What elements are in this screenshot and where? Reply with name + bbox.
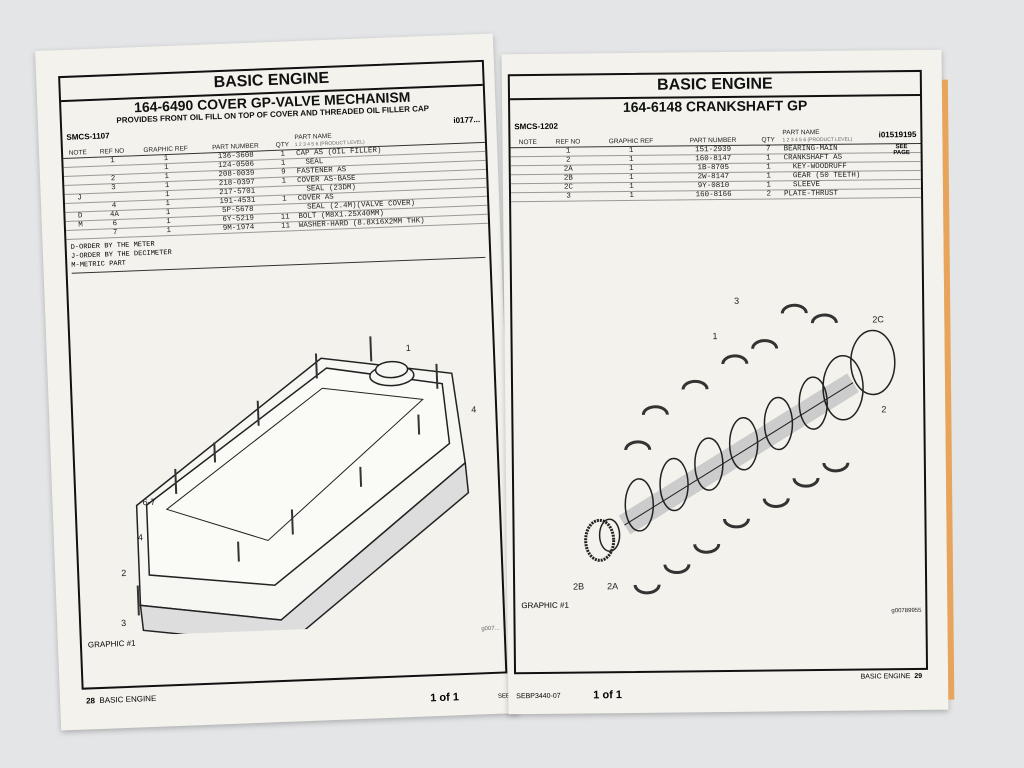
cell-note: [510, 183, 546, 193]
cell-qty: 11: [274, 221, 298, 232]
group-title: 164-6148 CRANKSHAFT GP: [510, 96, 920, 116]
see-page: SEE PAGE: [893, 144, 910, 157]
doc-code: SEBP3440-07: [516, 692, 561, 701]
group-number: 164-6148: [622, 98, 683, 116]
cell-ref: 2C: [545, 182, 592, 193]
page-of: 1 of 1: [593, 689, 623, 702]
col-ref: REF NO: [92, 139, 132, 158]
callout-4: 4: [138, 532, 143, 542]
col-qty: QTY: [754, 128, 782, 146]
right-page: BASIC ENGINE 164-6148 CRANKSHAFT GP SMCS…: [501, 49, 955, 715]
cell-ref: 3: [545, 191, 592, 202]
cell-ref: 1: [545, 146, 592, 157]
cell-qty: 1: [755, 153, 782, 164]
group-name: CRANKSHAFT GP: [685, 97, 808, 115]
cell-note: [510, 156, 546, 166]
cell-ref: 2B: [545, 173, 592, 184]
cell-note: [511, 192, 546, 202]
illustration-id: i0177...: [453, 115, 481, 126]
page-of: 1 of 1: [430, 691, 460, 705]
cell-ref: 7: [95, 227, 135, 239]
col-ref: REF NO: [544, 130, 591, 148]
cell-name: PLATE-THRUST: [781, 188, 922, 199]
page-number: 28: [85, 696, 96, 706]
callout-2b: 2B: [573, 581, 584, 591]
parts-table: NOTE REF NO GRAPHIC REF PART NUMBER QTY …: [510, 126, 922, 202]
parts-table: NOTE REF NO GRAPHIC REF PART NUMBER QTY …: [62, 125, 489, 240]
callout-3: 3: [121, 618, 126, 628]
callout-4a: 4: [471, 404, 476, 414]
cell-graphic: 1: [591, 191, 672, 201]
cell-part: 9M-1974: [202, 222, 275, 235]
page-footer: 28 BASIC ENGINE: [86, 694, 157, 706]
crankshaft-illustration: 3 1 2C 2 2B 2A g00789955: [573, 296, 922, 614]
page-edge: [941, 79, 955, 700]
callout-3a: 3A: [122, 636, 133, 638]
footer-section: BASIC ENGINE: [860, 673, 911, 681]
callout-1: 1: [712, 331, 717, 341]
footer-section: BASIC ENGINE: [99, 693, 157, 706]
page-footer: BASIC ENGINE 29: [861, 673, 923, 681]
col-qty: QTY: [270, 133, 294, 151]
page-number: 29: [914, 672, 923, 681]
cell-qty: 1: [755, 162, 782, 173]
cell-qty: 2: [755, 189, 783, 200]
right-page-frame: BASIC ENGINE 164-6148 CRANKSHAFT GP SMCS…: [507, 69, 929, 675]
left-page-frame: BASIC ENGINE 164-6490 COVER GP-VALVE MEC…: [58, 59, 508, 690]
cell-note: [510, 174, 546, 184]
graphic-label: GRAPHIC #1: [87, 638, 136, 650]
callout-2: 2: [121, 568, 126, 578]
cell-qty: 1: [755, 180, 782, 191]
cell-ref: 2: [545, 155, 592, 166]
valve-cover-illustration: 1 4 6-7 4 2 3 3A: [121, 336, 476, 638]
left-page: BASIC ENGINE 164-6490 COVER GP-VALVE MEC…: [35, 33, 519, 731]
cell-ref: 2A: [545, 164, 592, 175]
col-part-number: PART NUMBER: [670, 128, 755, 147]
col-graphic: GRAPHIC REF: [590, 129, 672, 147]
callout-2a: 2A: [607, 581, 618, 591]
illustration-id: i01519195: [878, 129, 917, 140]
col-note: NOTE: [510, 130, 546, 148]
callout-6-7: 6-7: [142, 497, 155, 507]
col-note: NOTE: [62, 140, 93, 159]
cell-note: [510, 147, 546, 157]
graphic-id: g007...: [481, 625, 500, 633]
graphic-label: GRAPHIC #1: [521, 600, 569, 611]
graphic-id: g00789955: [891, 608, 922, 614]
callout-3: 3: [734, 296, 739, 306]
cell-qty: 7: [754, 144, 782, 155]
callout-2c: 2C: [872, 314, 884, 324]
cell-note: [66, 229, 96, 240]
cell-note: [510, 165, 546, 175]
callout-1: 1: [406, 343, 411, 353]
callout-2: 2: [881, 404, 886, 414]
cell-graphic: 1: [134, 225, 204, 237]
cell-qty: 1: [755, 171, 782, 182]
cell-part: 160-8166: [671, 190, 756, 201]
